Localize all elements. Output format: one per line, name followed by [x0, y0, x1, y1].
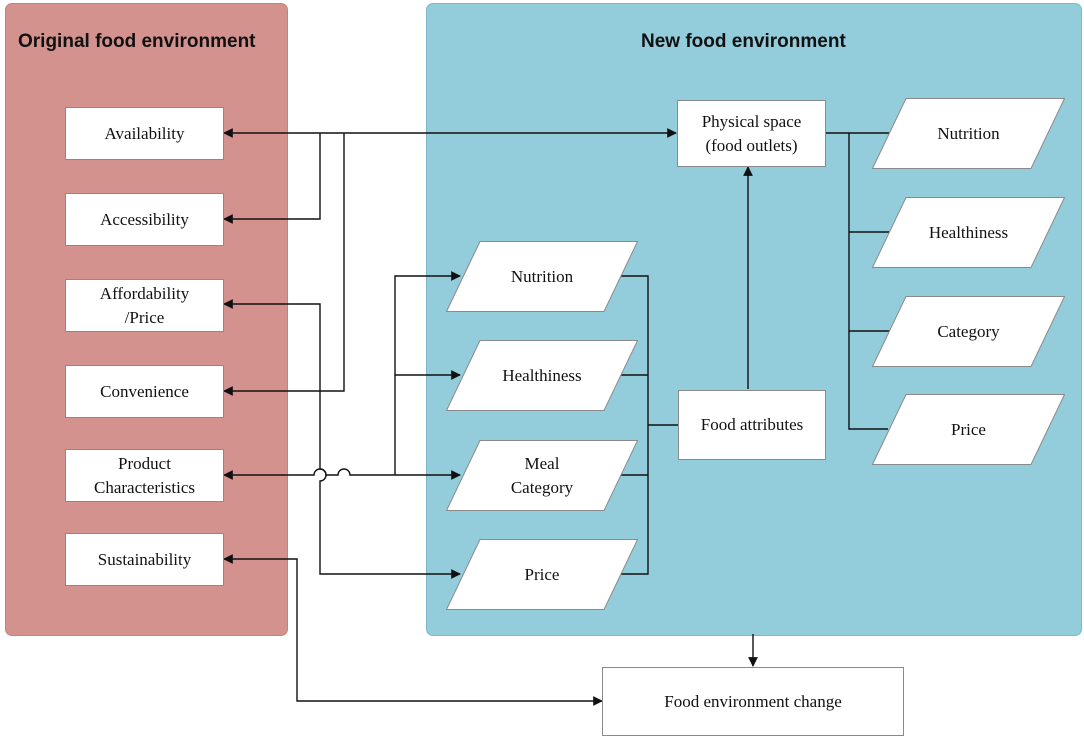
- line-bus-nutrition: [394, 271, 461, 475]
- attribute-meal-category-label: Meal Category: [510, 453, 574, 497]
- physical-space-box: Physical space (food outlets): [677, 100, 826, 167]
- accessibility-label: Accessibility: [100, 209, 189, 229]
- product-characteristics-label: Product Characteristics: [93, 453, 195, 497]
- product-characteristics-box: Product Characteristics: [65, 449, 224, 502]
- accessibility-box: Accessibility: [65, 193, 224, 246]
- attribute-price-shape: [446, 539, 638, 610]
- convenience-box: Convenience: [65, 365, 224, 418]
- convenience-label: Convenience: [100, 381, 189, 401]
- new-environment-title: New food environment: [641, 31, 846, 52]
- outlet-category: Category: [872, 296, 1065, 367]
- affordability-price-box: Affordability /Price: [65, 279, 224, 332]
- attribute-nutrition-shape: [446, 241, 638, 312]
- outlet-healthiness-label: Healthiness: [928, 222, 1009, 242]
- line-outlet-vertical: [848, 133, 888, 430]
- outlet-nutrition: Nutrition: [872, 98, 1065, 169]
- outlet-nutrition-shape: [872, 98, 1065, 169]
- line-attribute-bracket: [620, 275, 649, 575]
- food-attributes-box: Food attributes: [678, 390, 826, 460]
- line-affordability-price: [223, 299, 461, 579]
- line-product-characteristics: [223, 468, 461, 480]
- outlet-price: Price: [872, 394, 1065, 465]
- availability-label: Availability: [104, 123, 185, 143]
- outlet-category-shape: [872, 296, 1065, 367]
- physical-space-label: Physical space (food outlets): [701, 111, 802, 155]
- sustainability-box: Sustainability: [65, 533, 224, 586]
- outlet-healthiness-shape: [872, 197, 1065, 268]
- attribute-nutrition: Nutrition: [446, 241, 638, 312]
- outlet-category-label: Category: [937, 321, 1000, 341]
- attribute-price: Price: [446, 539, 638, 610]
- outlet-price-label: Price: [951, 419, 986, 439]
- line-sustainability-change: [223, 554, 603, 706]
- attribute-healthiness-shape: [446, 340, 638, 411]
- food-attributes-label: Food attributes: [700, 415, 804, 434]
- attribute-meal-category-shape: [446, 440, 638, 511]
- line-to-accessibility: [223, 133, 321, 224]
- sustainability-label: Sustainability: [97, 549, 192, 569]
- food-environment-change-box: Food environment change: [602, 667, 904, 736]
- availability-box: Availability: [65, 107, 224, 160]
- attribute-nutrition-label: Nutrition: [510, 266, 574, 286]
- food-environment-change-label: Food environment change: [664, 691, 842, 711]
- attribute-healthiness: Healthiness: [446, 340, 638, 411]
- outlet-healthiness: Healthiness: [872, 197, 1065, 268]
- outlet-price-shape: [872, 394, 1065, 465]
- line-to-convenience: [223, 133, 345, 396]
- original-environment-title: Original food environment: [18, 31, 256, 52]
- attribute-price-label: Price: [524, 564, 560, 584]
- affordability-price-label: Affordability /Price: [99, 283, 190, 327]
- attribute-meal-category: Meal Category: [446, 440, 638, 511]
- attribute-healthiness-label: Healthiness: [502, 365, 582, 385]
- outlet-nutrition-label: Nutrition: [937, 123, 1000, 143]
